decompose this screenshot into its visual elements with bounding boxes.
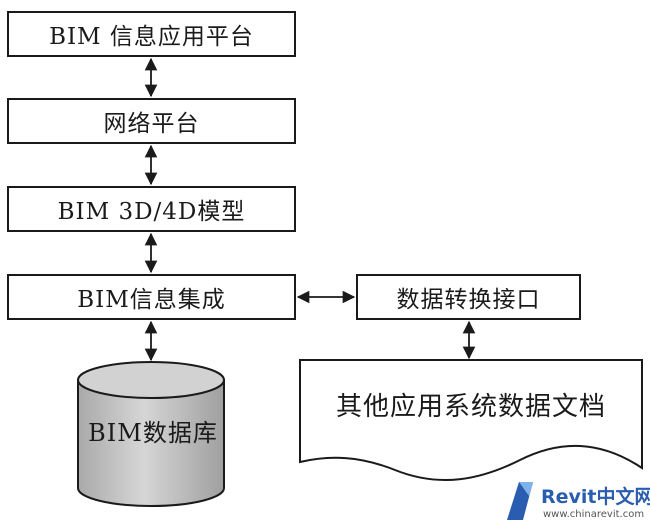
data-interface-label: 数据转换接口 <box>396 287 541 313</box>
logo-title: Revit中文网 <box>541 486 650 508</box>
network-platform-label: 网络平台 <box>103 111 200 137</box>
document-label: 其他应用系统数据文档 <box>335 391 606 422</box>
bim-info-platform-label: BIM 信息应用平台 <box>49 24 254 50</box>
revit-logo-icon <box>507 482 533 520</box>
database-cylinder <box>77 361 225 507</box>
logo-url: www.chinarevit.com <box>543 509 645 520</box>
data-interface-box: 数据转换接口 <box>356 274 581 320</box>
revit-logo[interactable]: Revit中文网 www.chinarevit.com <box>503 478 650 528</box>
document-shape <box>299 359 643 481</box>
database-label: BIM数据库 <box>88 418 218 447</box>
bim-integration-label: BIM信息集成 <box>77 287 226 313</box>
bim-integration-box: BIM信息集成 <box>7 274 296 320</box>
network-platform-box: 网络平台 <box>7 98 296 144</box>
bim-model-label: BIM 3D/4D模型 <box>57 199 246 225</box>
bim-model-box: BIM 3D/4D模型 <box>7 186 296 232</box>
bim-info-platform-box: BIM 信息应用平台 <box>7 11 296 57</box>
